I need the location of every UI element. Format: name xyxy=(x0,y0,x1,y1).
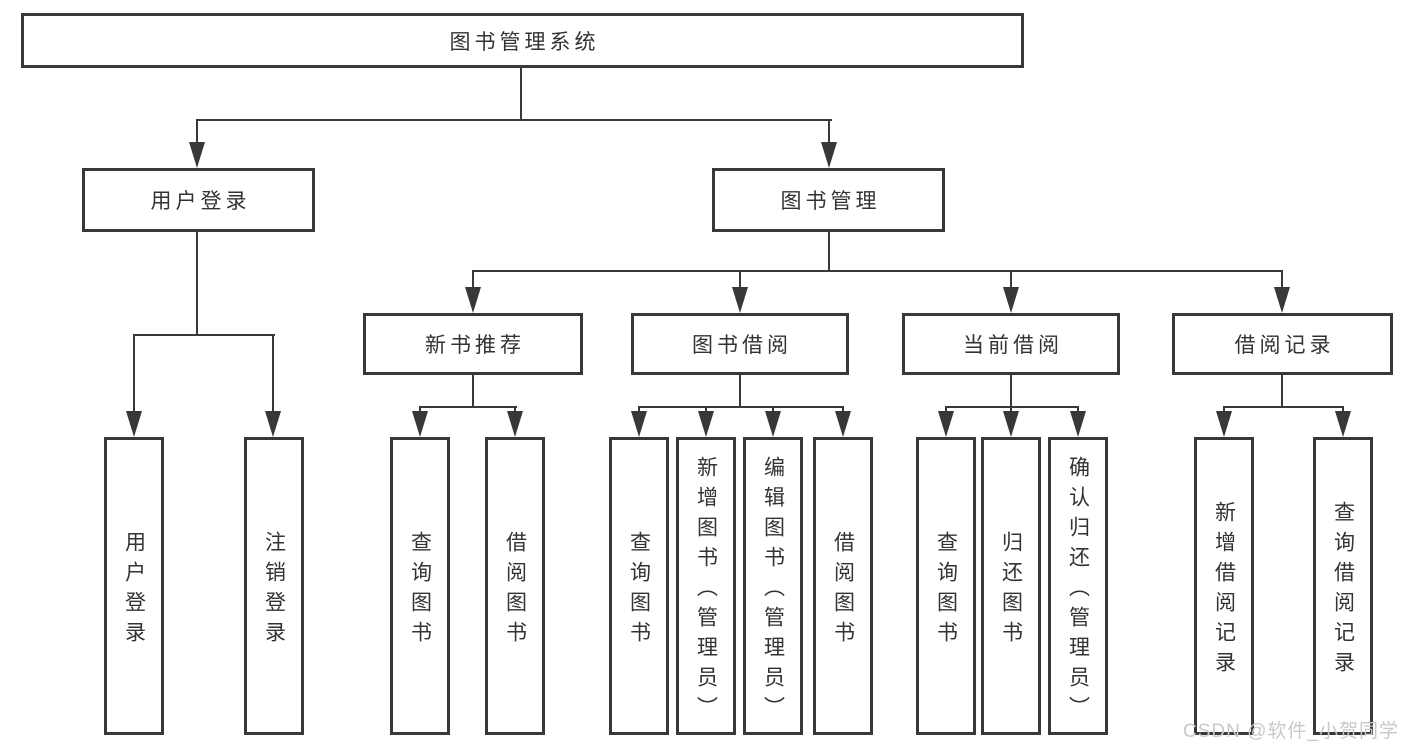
leaf-logout: 注销登录 xyxy=(244,437,304,735)
connector-line xyxy=(828,119,830,145)
arrow-down-icon xyxy=(631,411,647,437)
arrow-down-icon xyxy=(821,142,837,168)
arrow-down-icon xyxy=(1003,411,1019,437)
connector-line xyxy=(739,375,741,408)
leaf-query-books-current: 查询图书 xyxy=(916,437,976,735)
connector-line xyxy=(520,68,522,121)
connector-line xyxy=(638,406,844,408)
connector-line xyxy=(1223,406,1225,413)
connector-line xyxy=(472,270,474,288)
connector-line xyxy=(133,334,275,336)
arrow-down-icon xyxy=(126,411,142,437)
leaf-edit-book-admin: 编辑图书（管理员） xyxy=(743,437,803,735)
node-new-book-recommendation: 新书推荐 xyxy=(363,313,583,375)
leaf-return-books: 归还图书 xyxy=(981,437,1041,735)
connector-line xyxy=(842,406,844,413)
leaf-borrow-books-recommend: 借阅图书 xyxy=(485,437,545,735)
arrow-down-icon xyxy=(765,411,781,437)
arrow-down-icon xyxy=(938,411,954,437)
node-book-management: 图书管理 xyxy=(712,168,945,232)
connector-line xyxy=(705,406,707,413)
connector-line xyxy=(472,375,474,408)
arrow-down-icon xyxy=(732,287,748,313)
csdn-watermark: CSDN @软件_小贺同学 xyxy=(1183,721,1399,742)
arrow-down-icon xyxy=(412,411,428,437)
connector-line xyxy=(1342,406,1344,413)
arrow-down-icon xyxy=(507,411,523,437)
connector-line xyxy=(272,334,274,412)
leaf-user-login: 用户登录 xyxy=(104,437,164,735)
connector-line xyxy=(739,270,741,288)
leaf-add-book-admin: 新增图书（管理员） xyxy=(676,437,736,735)
arrow-down-icon xyxy=(1070,411,1086,437)
connector-line xyxy=(945,406,1079,408)
connector-line xyxy=(1010,270,1012,288)
connector-line xyxy=(419,406,421,413)
arrow-down-icon xyxy=(698,411,714,437)
node-borrowing-records: 借阅记录 xyxy=(1172,313,1393,375)
node-user-login: 用户登录 xyxy=(82,168,315,232)
leaf-query-borrow-record: 查询借阅记录 xyxy=(1313,437,1373,735)
leaf-borrow-books-borrowing: 借阅图书 xyxy=(813,437,873,735)
arrow-down-icon xyxy=(189,142,205,168)
connector-line xyxy=(1077,406,1079,413)
leaf-add-borrow-record: 新增借阅记录 xyxy=(1194,437,1254,735)
connector-line xyxy=(196,119,198,145)
connector-line xyxy=(472,270,1283,272)
connector-line xyxy=(828,232,830,272)
arrow-down-icon xyxy=(1335,411,1351,437)
arrow-down-icon xyxy=(1003,287,1019,313)
leaf-confirm-return-admin: 确认归还（管理员） xyxy=(1048,437,1108,735)
connector-line xyxy=(419,406,517,408)
connector-line xyxy=(133,334,135,412)
connector-line xyxy=(1281,375,1283,408)
arrow-down-icon xyxy=(835,411,851,437)
connector-line xyxy=(1010,375,1012,408)
arrow-down-icon xyxy=(1274,287,1290,313)
connector-line xyxy=(945,406,947,413)
arrow-down-icon xyxy=(265,411,281,437)
node-current-borrowing: 当前借阅 xyxy=(902,313,1120,375)
connector-line xyxy=(514,406,516,413)
connector-line xyxy=(1010,406,1012,413)
connector-line xyxy=(638,406,640,413)
connector-line xyxy=(1281,270,1283,288)
leaf-query-books-recommend: 查询图书 xyxy=(390,437,450,735)
node-library-system: 图书管理系统 xyxy=(21,13,1024,68)
arrow-down-icon xyxy=(465,287,481,313)
connector-line xyxy=(772,406,774,413)
connector-line xyxy=(196,232,198,336)
connector-line xyxy=(1223,406,1344,408)
node-book-borrowing: 图书借阅 xyxy=(631,313,849,375)
connector-line xyxy=(196,119,832,121)
leaf-query-books-borrowing: 查询图书 xyxy=(609,437,669,735)
arrow-down-icon xyxy=(1216,411,1232,437)
